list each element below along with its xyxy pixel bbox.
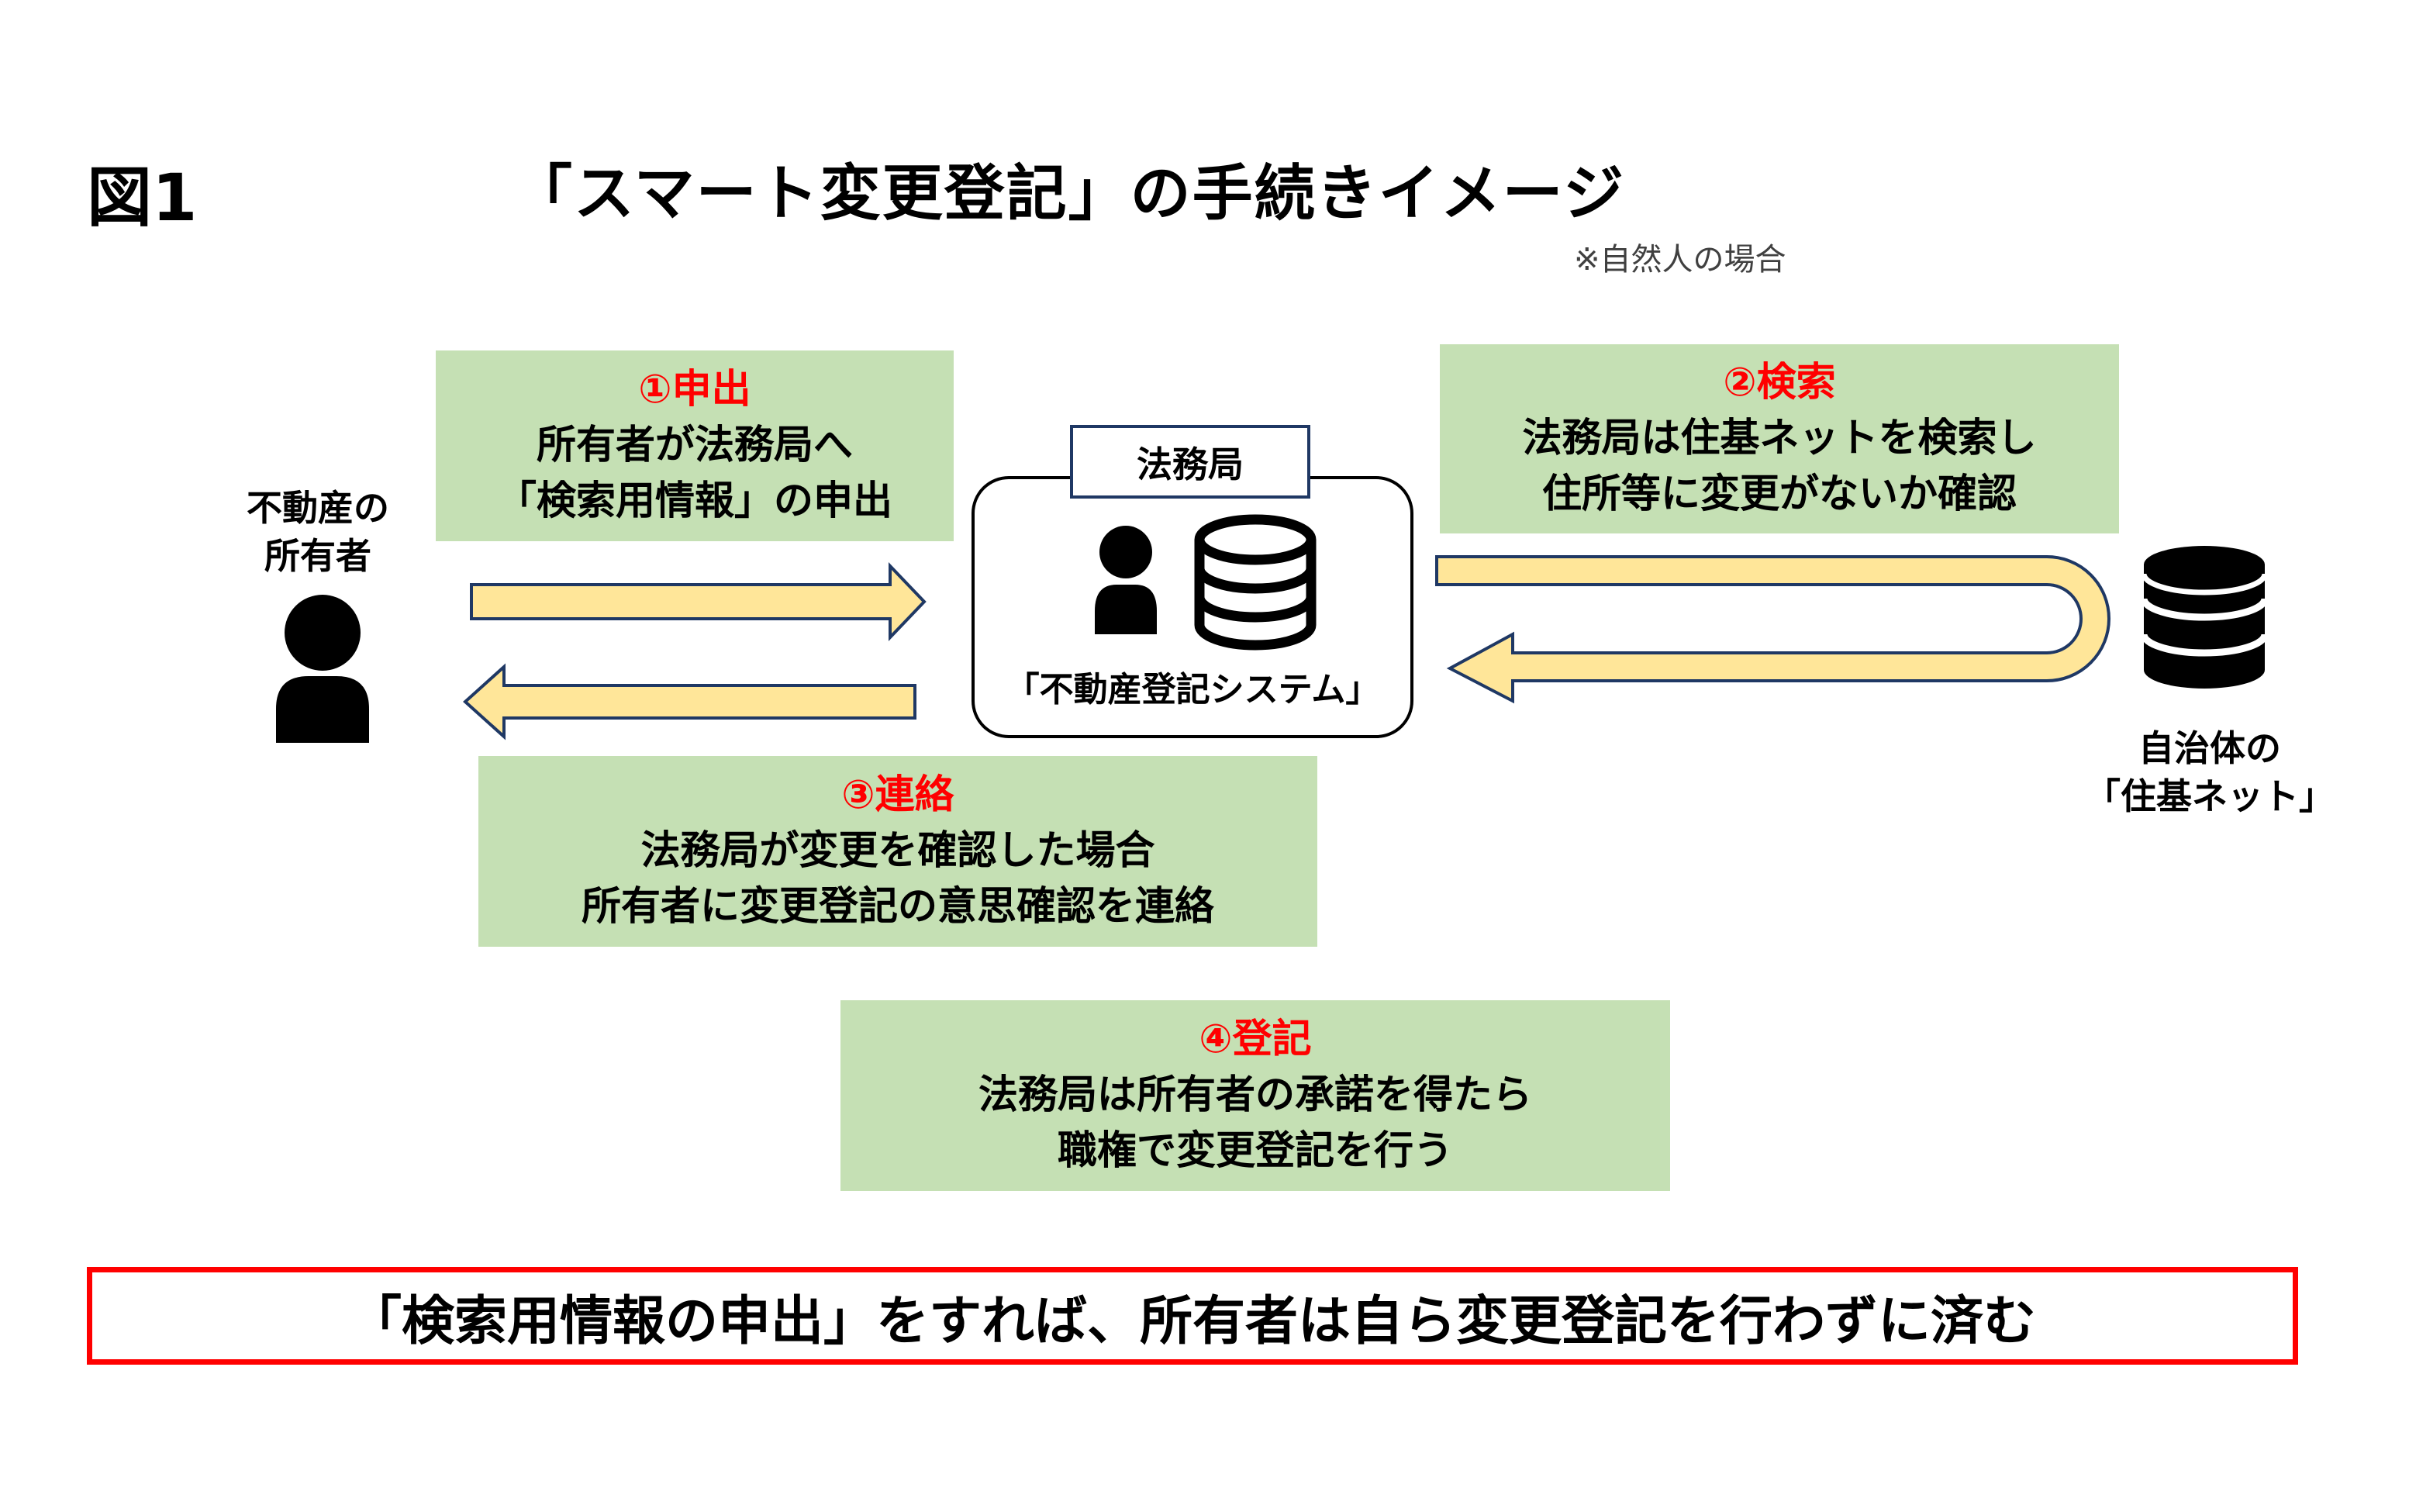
step-4-heading: ④登記 [1199, 1017, 1312, 1062]
conclusion-text: 「検索用情報の申出」をすれば、所有者は自ら変更登記を行わずに済む [348, 1290, 2036, 1352]
staff-person-icon [1095, 526, 1157, 634]
owner-label-line-2: 所有者 [264, 535, 371, 577]
step-2-line-2: 住所等に変更がないか確認 [1541, 471, 2017, 517]
legal-office-box [972, 476, 1413, 738]
step-1-heading: ①申出 [638, 367, 751, 413]
arrow-search-uturn [1435, 555, 2110, 704]
registry-database-icon [1194, 514, 1317, 651]
step-2-heading: ②検索 [1723, 360, 1836, 406]
step-3-line-2: 所有者に変更登記の意思確認を連絡 [581, 884, 1214, 930]
conclusion-box: 「検索用情報の申出」をすれば、所有者は自ら変更登記を行わずに済む [87, 1267, 2298, 1365]
figure-label: 図1 [87, 160, 198, 236]
diagram-title: 「スマート変更登記」の手続きイメージ [512, 159, 1626, 229]
step-1-line-2: 「検索用情報」の申出 [496, 478, 892, 524]
step-1-line-1: 所有者が法務局へ [536, 423, 853, 468]
municipality-label: 自治体の 「住基ネット」 [2047, 724, 2373, 820]
title-note: ※自然人の場合 [1574, 242, 1786, 278]
registration-system-label: 「不動産登記システム」 [1005, 670, 1380, 709]
step-3-line-1: 法務局が変更を確認した場合 [640, 828, 1155, 874]
step-2-line-1: 法務局は住基ネットを検索し [1522, 416, 2037, 461]
step-3-heading: ③連絡 [841, 772, 954, 818]
step-4-line-2: 職権で変更登記を行う [1057, 1128, 1453, 1174]
legal-office-tag: 法務局 [1070, 425, 1310, 499]
step-2-box: ②検索 法務局は住基ネットを検索し 住所等に変更がないか確認 [1440, 344, 2119, 533]
owner-person-icon [276, 595, 369, 743]
owner-label: 不動産の 所有者 [217, 484, 419, 580]
arrow-contact-left [463, 663, 916, 740]
step-1-box: ①申出 所有者が法務局へ 「検索用情報」の申出 [436, 350, 954, 541]
owner-label-line-1: 不動産の [247, 487, 389, 529]
step-4-box: ④登記 法務局は所有者の承諾を得たら 職権で変更登記を行う [840, 1000, 1670, 1191]
arrow-submit-right [470, 562, 927, 641]
municipality-label-line-2: 「住基ネット」 [2085, 775, 2335, 817]
step-4-line-1: 法務局は所有者の承諾を得たら [978, 1072, 1532, 1118]
step-3-box: ③連絡 法務局が変更を確認した場合 所有者に変更登記の意思確認を連絡 [478, 756, 1317, 947]
municipality-label-line-1: 自治体の [2138, 727, 2281, 769]
juki-net-database-icon [2140, 546, 2269, 689]
